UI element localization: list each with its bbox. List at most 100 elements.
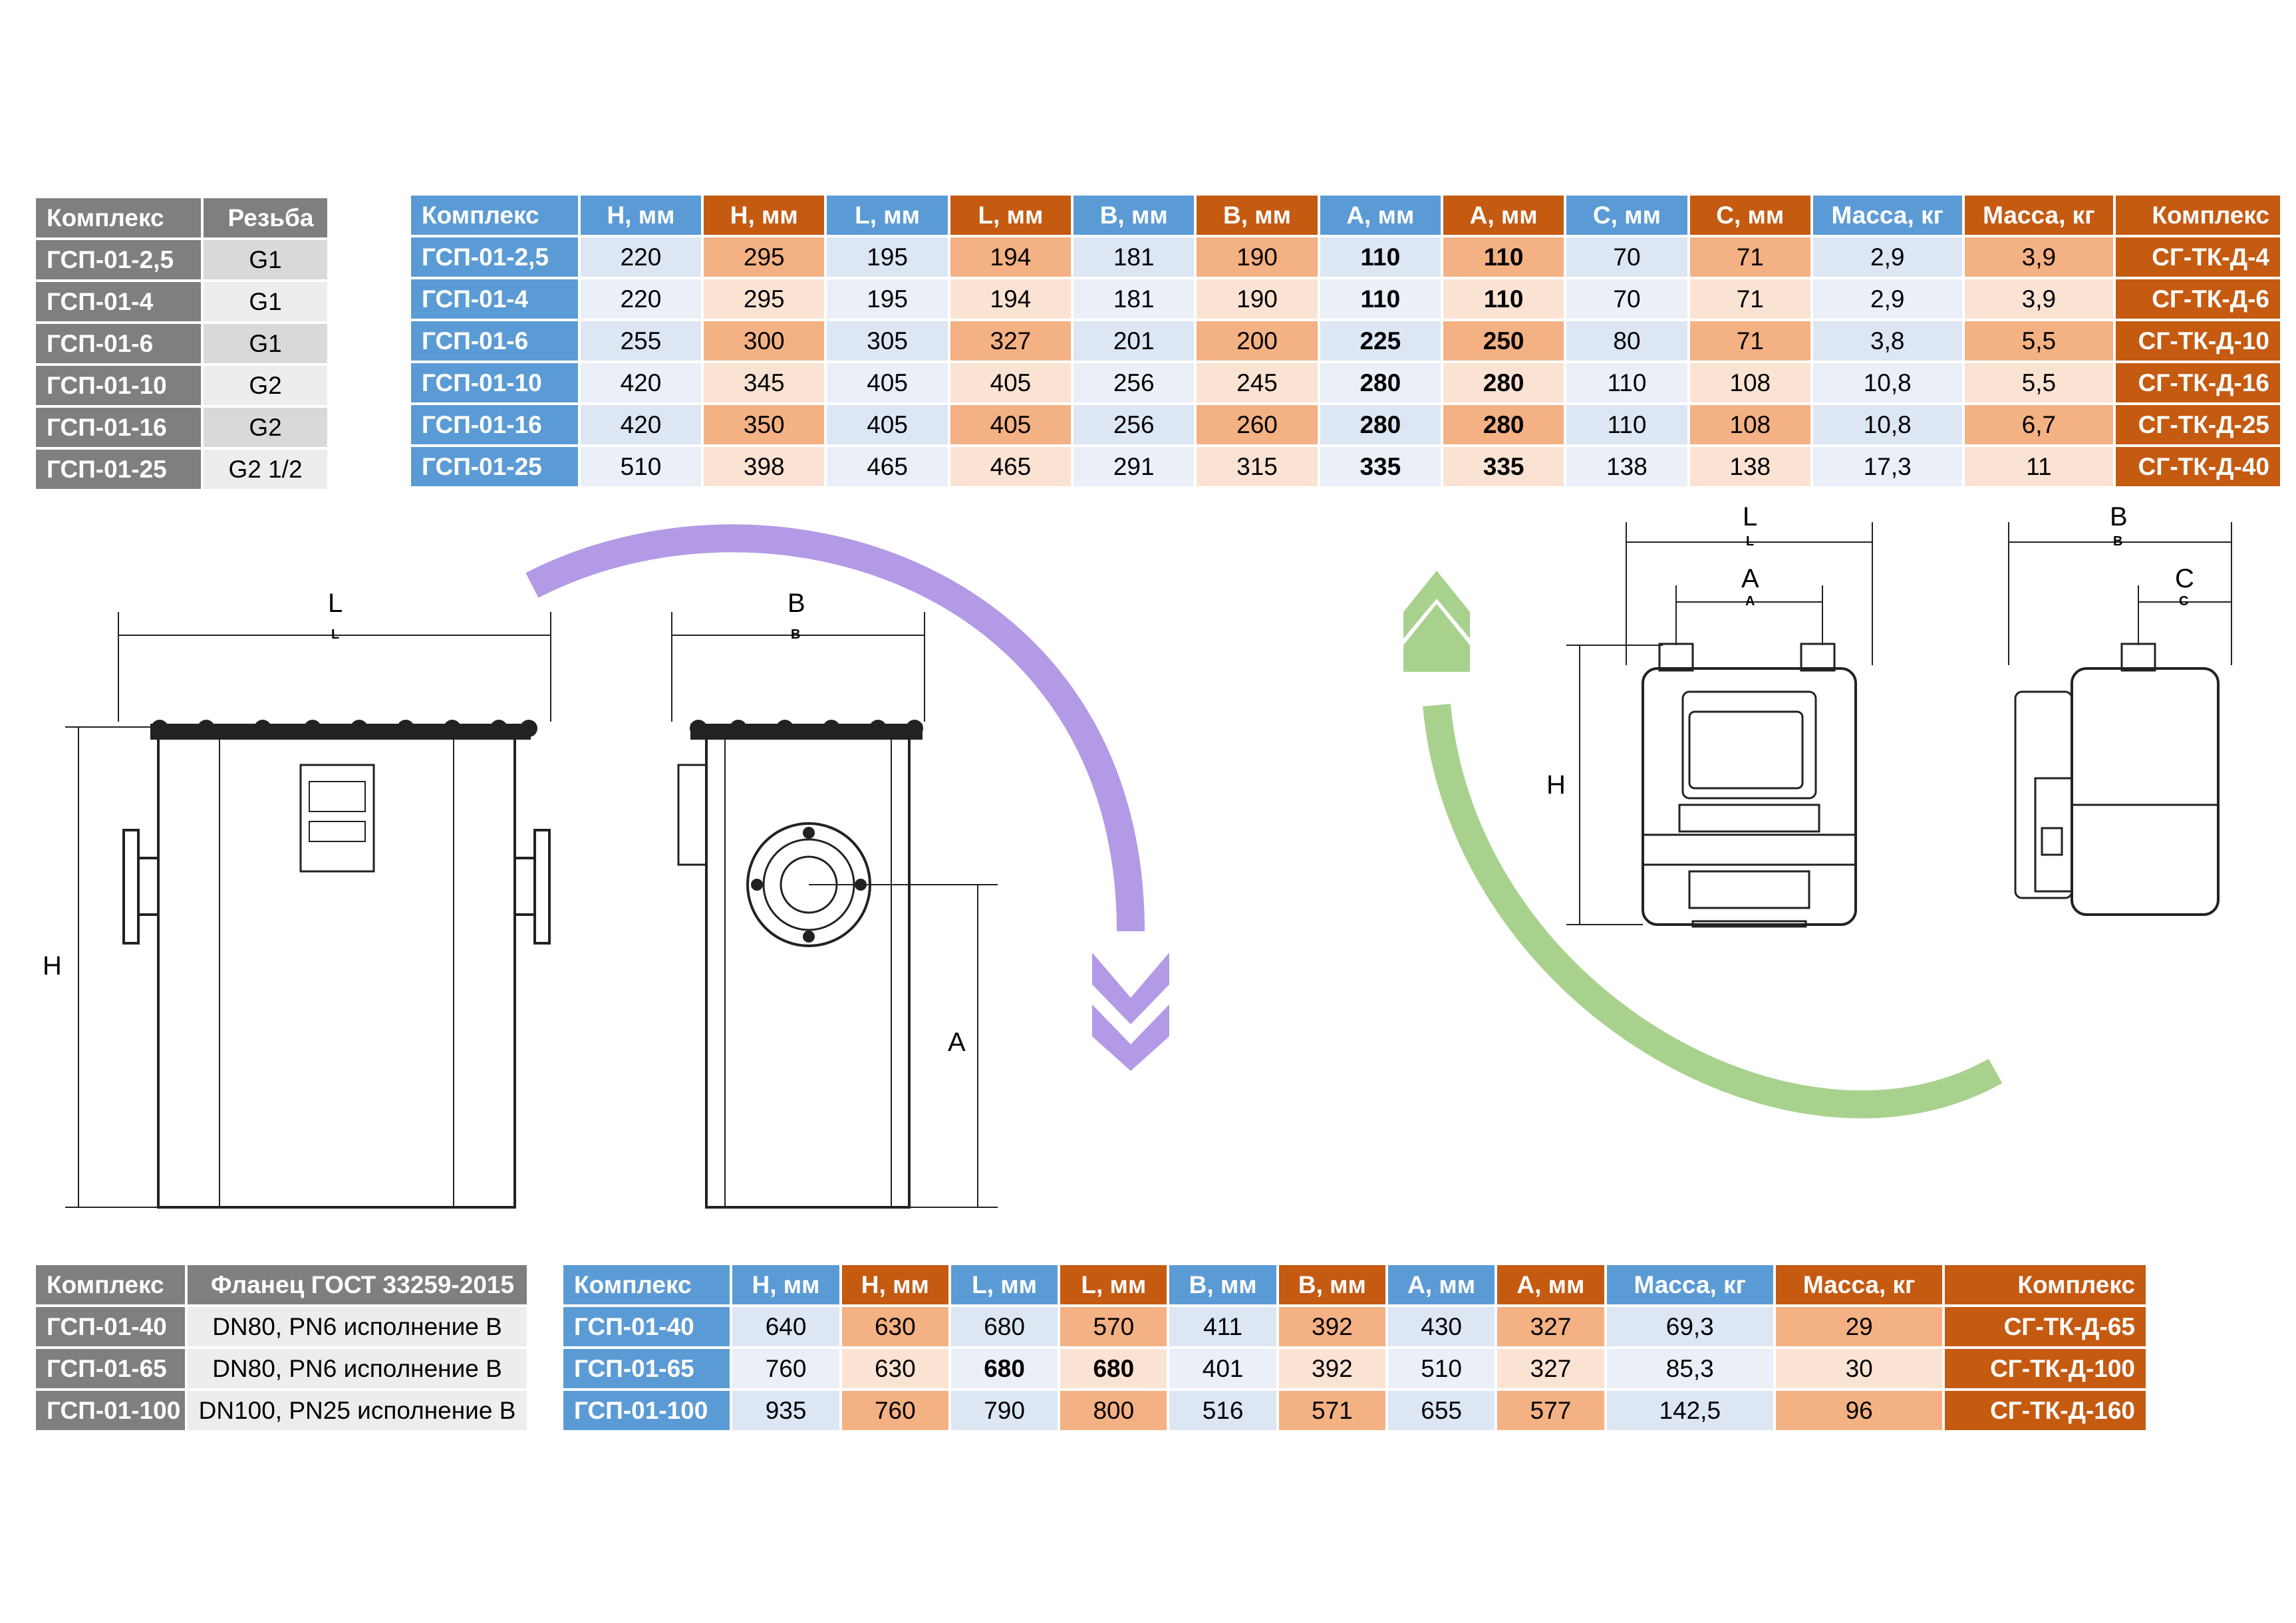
table-cell: 510 bbox=[580, 447, 702, 486]
table-cell: 110 bbox=[1320, 279, 1441, 319]
table-cell: 110 bbox=[1566, 363, 1687, 402]
table-cell: 392 bbox=[1278, 1349, 1386, 1388]
table-cell: 2,9 bbox=[1812, 279, 1962, 319]
table-cell: 405 bbox=[950, 363, 1072, 402]
table-cell: G2 1/2 bbox=[204, 450, 327, 489]
table-cell: G1 bbox=[204, 282, 327, 321]
right-l-small-label: L bbox=[1746, 534, 1755, 549]
table-cell: 80 bbox=[1566, 321, 1687, 361]
table-cell: 295 bbox=[704, 279, 825, 319]
equivalent-model-cell: СГ-ТК-Д-4 bbox=[2116, 237, 2280, 277]
equivalent-model-cell: СГ-ТК-Д-16 bbox=[2116, 363, 2280, 402]
table-cell: 655 bbox=[1388, 1391, 1495, 1430]
table-cell: 260 bbox=[1197, 405, 1318, 444]
right-b-label: B bbox=[2110, 502, 2128, 531]
column-header: B, мм bbox=[1197, 196, 1318, 235]
table-cell: 280 bbox=[1443, 405, 1564, 444]
right-h-label: H bbox=[1546, 770, 1566, 800]
table-cell: 760 bbox=[732, 1349, 839, 1388]
table-cell: 5,5 bbox=[1964, 321, 2114, 361]
table-cell: 571 bbox=[1278, 1391, 1386, 1430]
table-cell: 71 bbox=[1689, 321, 1810, 361]
equivalent-model-cell: СГ-ТК-Д-6 bbox=[2116, 279, 2280, 319]
table-cell: 195 bbox=[827, 237, 948, 277]
table-cell: G2 bbox=[204, 408, 327, 447]
row-label-cell: ГСП-01-65 bbox=[563, 1349, 730, 1388]
equivalent-model-cell: СГ-ТК-Д-100 bbox=[1945, 1349, 2146, 1388]
column-header: A, мм bbox=[1443, 196, 1564, 235]
table-cell: 465 bbox=[827, 447, 948, 486]
table-cell: 430 bbox=[1388, 1307, 1495, 1346]
left-a-label: A bbox=[948, 1028, 966, 1057]
table-cell: G1 bbox=[204, 324, 327, 363]
table-cell: 108 bbox=[1689, 363, 1810, 402]
left-l-small-label: L bbox=[331, 627, 340, 642]
table-cell: 190 bbox=[1197, 279, 1318, 319]
table-cell: DN80, PN6 исполнение B bbox=[188, 1307, 527, 1346]
column-header: A, мм bbox=[1497, 1265, 1604, 1304]
table-cell: 71 bbox=[1689, 237, 1810, 277]
column-header: Масса, кг bbox=[1606, 1265, 1773, 1304]
column-header: Масса, кг bbox=[1775, 1265, 1943, 1304]
table-cell: 800 bbox=[1060, 1391, 1167, 1430]
table-cell: 110 bbox=[1566, 405, 1687, 444]
table-cell: 250 bbox=[1443, 321, 1564, 361]
table-cell: 280 bbox=[1320, 363, 1441, 402]
left-l-label: L bbox=[328, 589, 343, 618]
right-l-label: L bbox=[1743, 502, 1758, 531]
table-cell: 71 bbox=[1689, 279, 1810, 319]
table-cell: 280 bbox=[1443, 363, 1564, 402]
table-cell: 200 bbox=[1197, 321, 1318, 361]
table-cell: 510 bbox=[1388, 1349, 1495, 1388]
column-header: Масса, кг bbox=[1964, 196, 2114, 235]
column-header: Комплекс bbox=[36, 1265, 185, 1304]
table-cell: 335 bbox=[1443, 447, 1564, 486]
column-header: L, мм bbox=[950, 196, 1072, 235]
row-label-cell: ГСП-01-40 bbox=[563, 1307, 730, 1346]
row-label-cell: ГСП-01-4 bbox=[411, 279, 578, 319]
right-c-label: C bbox=[2175, 564, 2194, 593]
table-cell: 110 bbox=[1320, 237, 1441, 277]
column-header: Фланец ГОСТ 33259-2015 bbox=[188, 1265, 527, 1304]
table-cell: 10,8 bbox=[1812, 363, 1962, 402]
column-header: H, мм bbox=[841, 1265, 948, 1304]
table-cell: 405 bbox=[950, 405, 1072, 444]
row-label-cell: ГСП-01-25 bbox=[411, 447, 578, 486]
small-meter-front-view bbox=[1566, 522, 1873, 928]
equivalent-model-cell: СГ-ТК-Д-65 bbox=[1945, 1307, 2146, 1346]
column-header: Резьба bbox=[204, 198, 327, 237]
table-cell: G1 bbox=[204, 240, 327, 279]
row-label-cell: ГСП-01-100 bbox=[563, 1391, 730, 1430]
row-label-cell: ГСП-01-4 bbox=[36, 282, 201, 321]
table-cell: 30 bbox=[1775, 1349, 1943, 1388]
table-cell: 640 bbox=[732, 1307, 839, 1346]
row-label-cell: ГСП-01-65 bbox=[36, 1349, 185, 1388]
column-header: L, мм bbox=[950, 1265, 1058, 1304]
column-header: Комплекс bbox=[411, 196, 578, 235]
table-cell: 465 bbox=[950, 447, 1072, 486]
table-cell: 291 bbox=[1074, 447, 1195, 486]
table-cell: 327 bbox=[1497, 1349, 1604, 1388]
equivalent-model-cell: СГ-ТК-Д-40 bbox=[2116, 447, 2280, 486]
equivalent-model-cell: СГ-ТК-Д-25 bbox=[2116, 405, 2280, 444]
table-cell: 411 bbox=[1169, 1307, 1276, 1346]
left-b-label: B bbox=[788, 589, 805, 618]
table-cell: 935 bbox=[732, 1391, 839, 1430]
table-cell: 70 bbox=[1566, 237, 1687, 277]
table-cell: 300 bbox=[704, 321, 825, 361]
row-label-cell: ГСП-01-2,5 bbox=[411, 237, 578, 277]
table-cell: DN80, PN6 исполнение B bbox=[188, 1349, 527, 1388]
right-b-small-label: B bbox=[2113, 534, 2123, 549]
